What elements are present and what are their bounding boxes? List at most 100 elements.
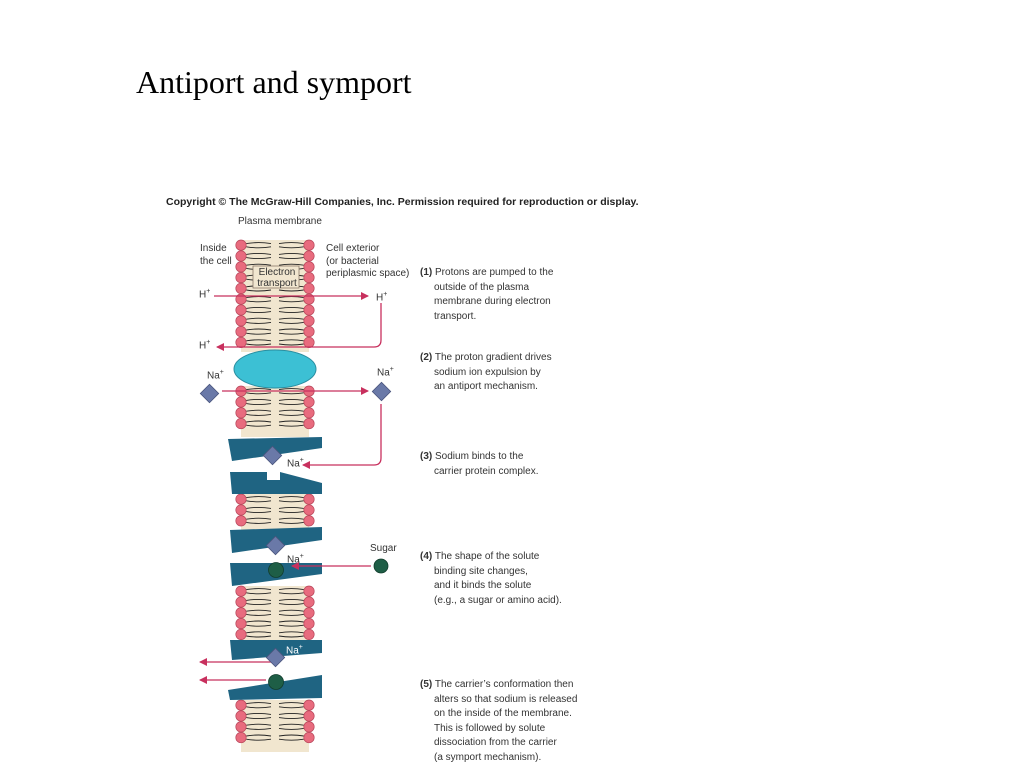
copyright-notice: Copyright © The McGraw-Hill Companies, I…	[166, 196, 639, 208]
lipid-tail	[278, 598, 304, 606]
lipid-tail	[278, 409, 304, 416]
lipid-tail	[246, 734, 272, 741]
phospholipid-head	[235, 515, 247, 527]
proton-return-arrow	[216, 303, 382, 351]
lipid-tail	[246, 620, 272, 627]
sodium-label-bound-4: Na+	[287, 553, 304, 566]
phospholipid-head	[235, 407, 247, 419]
phospholipid-head	[303, 721, 315, 733]
lipid-tail	[278, 420, 304, 427]
plasma-membrane-label: Plasma membrane	[238, 216, 322, 227]
lipid-tail	[278, 702, 304, 709]
phospholipid-head	[303, 699, 315, 711]
lipid-tail	[278, 339, 304, 346]
phospholipid-head	[303, 396, 315, 408]
phospholipid-head	[235, 272, 247, 284]
lipid-tail	[278, 242, 304, 249]
phospholipid-head	[235, 326, 247, 338]
phospholipid-head	[303, 628, 315, 640]
step-5-description: (5) The carrier’s conformation then alte…	[420, 679, 578, 763]
phospholipid-head	[235, 418, 247, 430]
phospholipid-head	[235, 596, 247, 608]
phospholipid-head	[303, 304, 315, 316]
antiporter-protein	[233, 349, 317, 389]
phospholipid-head	[235, 618, 247, 630]
phospholipid-head	[235, 628, 247, 640]
membrane-core-2	[241, 386, 309, 437]
electron-transport-complex	[252, 265, 300, 289]
phospholipid-head	[303, 618, 315, 630]
step-1-description: (1) Protons are pumped to the outside of…	[420, 267, 554, 322]
step-3-description: (3) Sodium binds to the carrier protein …	[420, 451, 539, 477]
lipid-tail	[278, 631, 304, 638]
lipid-tail	[278, 609, 304, 616]
lipid-tail	[246, 398, 272, 406]
slide-title: Antiport and symport	[136, 64, 412, 100]
lipid-tail	[278, 388, 304, 395]
cell-exterior-label: Cell exterior (or bacterial periplasmic …	[326, 243, 410, 279]
lipid-tail	[278, 517, 304, 524]
sodium-label-inside: Na+	[207, 369, 224, 382]
phospholipid-head	[303, 272, 315, 284]
membrane-core-5	[241, 700, 309, 752]
phospholipid-head	[303, 418, 315, 430]
phospholipid-head	[235, 721, 247, 733]
lipid-tail	[246, 317, 272, 324]
inside-cell-label: Inside the cell	[200, 243, 232, 267]
phospholipid-head	[235, 710, 247, 722]
lipid-tail	[246, 252, 272, 260]
membrane-core-4	[241, 586, 309, 640]
sodium-label-bound-5: Na+	[286, 644, 303, 657]
phospholipid-head	[235, 336, 247, 348]
lipid-tail	[246, 506, 272, 514]
phospholipid-head	[235, 607, 247, 619]
phospholipid-head	[235, 304, 247, 316]
phospholipid-head	[303, 282, 315, 294]
carrier-protein-bottom-3	[230, 472, 322, 494]
lipid-tail	[246, 517, 272, 524]
proton-label-returned: H+	[199, 339, 211, 352]
sodium-ion-bound-4	[265, 535, 286, 556]
sodium-ion-bound-5	[265, 647, 286, 668]
lipid-tail	[278, 588, 304, 595]
phospholipid-head	[235, 699, 247, 711]
lipid-tail	[246, 409, 272, 416]
phospholipid-head	[303, 732, 315, 744]
electron-transport-label: Electron transport	[257, 267, 297, 289]
sodium-ion-outside	[371, 381, 392, 402]
lipid-tail	[246, 588, 272, 595]
lipid-tail	[246, 598, 272, 606]
lipid-tail	[278, 317, 304, 324]
phospholipid-head	[303, 504, 315, 516]
sugar-molecule-outside	[373, 558, 389, 574]
phospholipid-head	[235, 504, 247, 516]
phospholipid-head	[303, 407, 315, 419]
phospholipid-head	[303, 710, 315, 722]
sodium-return-arrow	[302, 404, 382, 469]
lipid-tail	[278, 328, 304, 335]
lipid-tail	[278, 734, 304, 741]
lipid-tail	[246, 723, 272, 730]
phospholipid-head	[235, 239, 247, 251]
lipid-tail	[246, 388, 272, 395]
lipid-tail	[246, 631, 272, 638]
sugar-molecule-bound-4	[268, 562, 284, 578]
phospholipid-head	[235, 282, 247, 294]
phospholipid-head	[235, 585, 247, 597]
phospholipid-head	[235, 493, 247, 505]
step-2-description: (2) The proton gradient drives sodium io…	[420, 352, 552, 392]
phospholipid-head	[303, 607, 315, 619]
phospholipid-head	[303, 585, 315, 597]
phospholipid-head	[303, 326, 315, 338]
lipid-tail	[246, 609, 272, 616]
step-4-description: (4) The shape of the solute binding site…	[420, 551, 562, 606]
lipid-tail	[278, 306, 304, 314]
lipid-tail	[278, 252, 304, 260]
sodium-ion-bound-3	[262, 445, 283, 466]
lipid-tail	[278, 620, 304, 627]
phospholipid-head	[303, 493, 315, 505]
lipid-tail	[246, 420, 272, 427]
lipid-tail	[246, 496, 272, 503]
sugar-molecule-bound-5	[268, 674, 284, 690]
